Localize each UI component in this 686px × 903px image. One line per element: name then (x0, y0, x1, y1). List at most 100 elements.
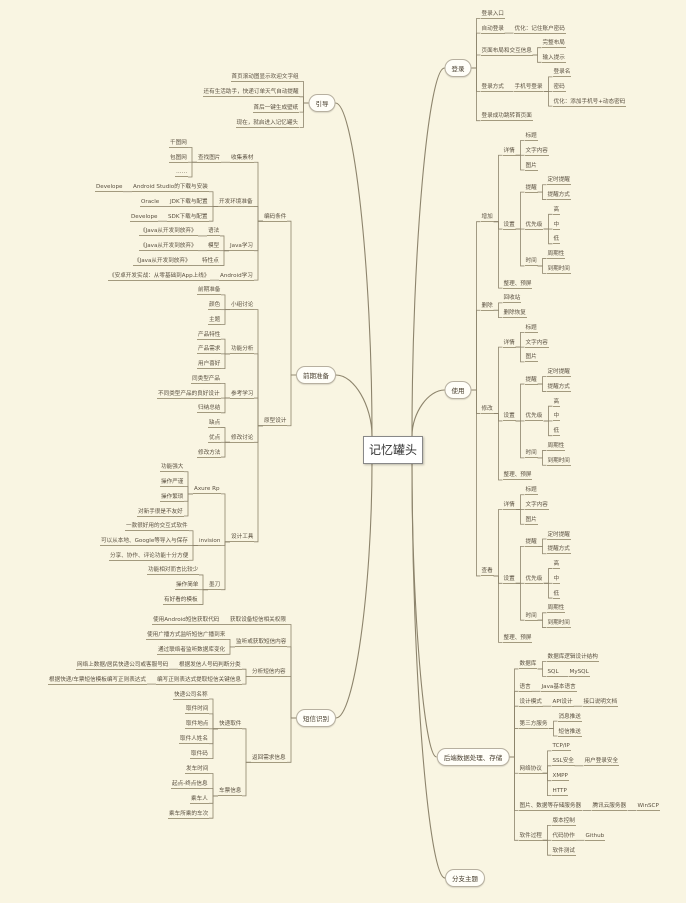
leaf-node[interactable]: 使用广播方式监听短信广播到来 (146, 631, 227, 640)
branch-node[interactable]: 提醒 (524, 376, 538, 385)
branch-node[interactable]: SQL (546, 668, 560, 677)
leaf-node[interactable]: 到期时间 (546, 457, 571, 466)
leaf-node[interactable]: 定时提醒 (546, 369, 571, 378)
branch-node[interactable]: 设置 (502, 575, 516, 584)
leaf-node[interactable]: 归纳总结 (197, 405, 222, 414)
branch-node[interactable]: 自动登录 (480, 25, 505, 34)
leaf-node[interactable]: 标题 (524, 487, 538, 496)
leaf-node[interactable]: 整理、预屏 (502, 472, 533, 481)
branch-node[interactable]: 参考学习 (230, 390, 255, 399)
leaf-node[interactable]: 发车时间 (185, 766, 210, 774)
leaf-node[interactable]: 标题 (524, 324, 538, 333)
branch-node[interactable]: 设计模式 (518, 698, 543, 707)
branch-node[interactable]: 查找图片 (197, 154, 222, 163)
leaf-node[interactable]: 首页滚动图显示欢迎文字组 (230, 74, 300, 82)
leaf-node[interactable]: 短信推送 (557, 728, 582, 737)
leaf-node[interactable]: 功能相对而言比较少 (147, 567, 200, 576)
leaf-node[interactable]: 高 (552, 561, 561, 570)
branch-node[interactable]: 详情 (502, 147, 516, 156)
branch-node[interactable]: 网络协议 (518, 765, 543, 774)
leaf-node[interactable]: 提醒方式 (546, 192, 571, 201)
leaf-node[interactable]: 文字内容 (524, 339, 549, 348)
leaf-node[interactable]: 网络上数据/居民快递公司或客服号码 (76, 661, 170, 670)
leaf-node[interactable]: 优点 (208, 434, 222, 443)
leaf-node[interactable]: 到期时间 (546, 265, 571, 274)
leaf-node[interactable]: 文字内容 (524, 502, 549, 510)
leaf-node[interactable]: 低 (552, 428, 561, 437)
leaf-node[interactable]: 周期性 (546, 442, 566, 451)
leaf-node[interactable]: 首后一键生成壁纸 (252, 104, 300, 113)
leaf-node[interactable]: 还有生活助手，快递订单天气自动提醒 (202, 89, 300, 98)
leaf-node[interactable]: Develope (95, 184, 124, 193)
leaf-node[interactable]: 使用Android短信获取代码 (152, 617, 221, 625)
main-topic[interactable]: 后端数据处理、存储 (436, 748, 510, 766)
leaf-node[interactable]: 高 (552, 398, 561, 407)
leaf-node[interactable]: 登录名 (552, 69, 572, 78)
leaf-node[interactable]: 密码 (552, 84, 566, 92)
leaf-node[interactable]: 接口说明文档 (582, 698, 619, 707)
branch-node[interactable]: 返回需求信息 (251, 754, 287, 763)
branch-node[interactable]: 软件过程 (518, 832, 543, 841)
leaf-node[interactable]: 到期时间 (546, 620, 571, 629)
leaf-node[interactable]: 操作繁琐 (160, 493, 185, 502)
branch-node[interactable]: 模型 (207, 243, 221, 252)
leaf-node[interactable]: HTTP (551, 788, 568, 797)
branch-node[interactable]: 设计工具 (230, 534, 255, 543)
branch-node[interactable]: SSL安全 (551, 758, 575, 767)
leaf-node[interactable]: …… (175, 169, 189, 178)
leaf-node[interactable]: 产品需求 (197, 346, 222, 355)
leaf-node[interactable]: 取件码 (190, 751, 209, 760)
leaf-node[interactable]: 数据库逻辑设计结构 (546, 654, 599, 662)
leaf-node[interactable]: 标题 (524, 133, 538, 141)
branch-node[interactable]: 增加 (480, 214, 494, 223)
leaf-node[interactable]: 《Java从开发到放弃》 (139, 243, 198, 252)
main-topic[interactable]: 前期准备 (296, 366, 336, 384)
branch-node[interactable]: 登录方式 (480, 84, 505, 92)
leaf-node[interactable]: 定时提醒 (546, 531, 571, 540)
leaf-node[interactable]: 根据快递/车票短信模板编写正则表达式 (48, 676, 147, 685)
branch-node[interactable]: 墨刀 (208, 582, 222, 591)
branch-node[interactable]: 编写正则表达式提取短信关键信息 (156, 676, 242, 685)
branch-node[interactable]: JDK下载与配置 (169, 198, 209, 207)
leaf-node[interactable]: 用户登录安全 (583, 758, 620, 767)
leaf-node[interactable]: 分享、协作、评论功能十分方便 (109, 552, 190, 561)
leaf-node[interactable]: WinSCP (636, 803, 660, 811)
branch-node[interactable]: 获取设备短信相关权限 (229, 617, 287, 625)
leaf-node[interactable]: 周期性 (546, 605, 566, 614)
leaf-node[interactable]: 版本控制 (551, 817, 576, 826)
leaf-node[interactable]: 完整布局 (541, 40, 566, 49)
leaf-node[interactable]: 缺点 (208, 420, 222, 429)
branch-node[interactable]: 开发环境准备 (218, 198, 254, 207)
leaf-node[interactable]: 提醒方式 (546, 383, 571, 392)
branch-node[interactable]: 图片、数据等存储服务器 (518, 803, 583, 811)
leaf-node[interactable]: 快递公司名称 (173, 691, 209, 700)
leaf-node[interactable]: 同类型产品 (191, 375, 221, 384)
branch-node[interactable]: 详情 (502, 339, 516, 348)
branch-node[interactable]: 快递取件 (218, 721, 243, 730)
leaf-node[interactable]: 提醒方式 (546, 546, 571, 555)
leaf-node[interactable]: 登录成功跳转首页面 (480, 113, 533, 122)
leaf-node[interactable]: 不同类型产品的良好设计 (157, 390, 221, 399)
branch-node[interactable]: 语法 (207, 228, 221, 237)
branch-node[interactable]: 语言 (518, 683, 532, 692)
branch-node[interactable]: Java学习 (229, 243, 255, 252)
leaf-node[interactable]: 用户喜好 (197, 361, 222, 370)
leaf-node[interactable]: 中 (552, 221, 561, 230)
leaf-node[interactable]: 产品特性 (197, 331, 222, 340)
branch-node[interactable]: 修改 (480, 406, 494, 415)
main-topic[interactable]: 引导 (308, 94, 336, 112)
branch-node[interactable]: 原型设计 (263, 418, 288, 427)
branch-node[interactable]: SDK下载与配置 (167, 213, 209, 222)
leaf-node[interactable]: 周期性 (546, 251, 566, 260)
leaf-node[interactable]: 操作严谨 (160, 479, 185, 488)
leaf-node[interactable]: 对新手很是不友好 (137, 508, 184, 517)
leaf-node[interactable]: 一款很好用的交互式软件 (125, 523, 189, 532)
leaf-node[interactable]: 图片 (524, 354, 538, 363)
branch-node[interactable]: Android Studio的下载与安装 (132, 184, 209, 193)
branch-node[interactable]: 监听或获取短信内容 (235, 639, 288, 648)
leaf-node[interactable]: 整理、预屏 (502, 280, 533, 289)
branch-node[interactable]: 手机号登录 (513, 84, 544, 92)
leaf-node[interactable]: 删除恢复 (502, 310, 527, 319)
main-topic[interactable]: 使用 (444, 381, 472, 399)
branch-node[interactable]: 分析短信内容 (251, 669, 287, 678)
